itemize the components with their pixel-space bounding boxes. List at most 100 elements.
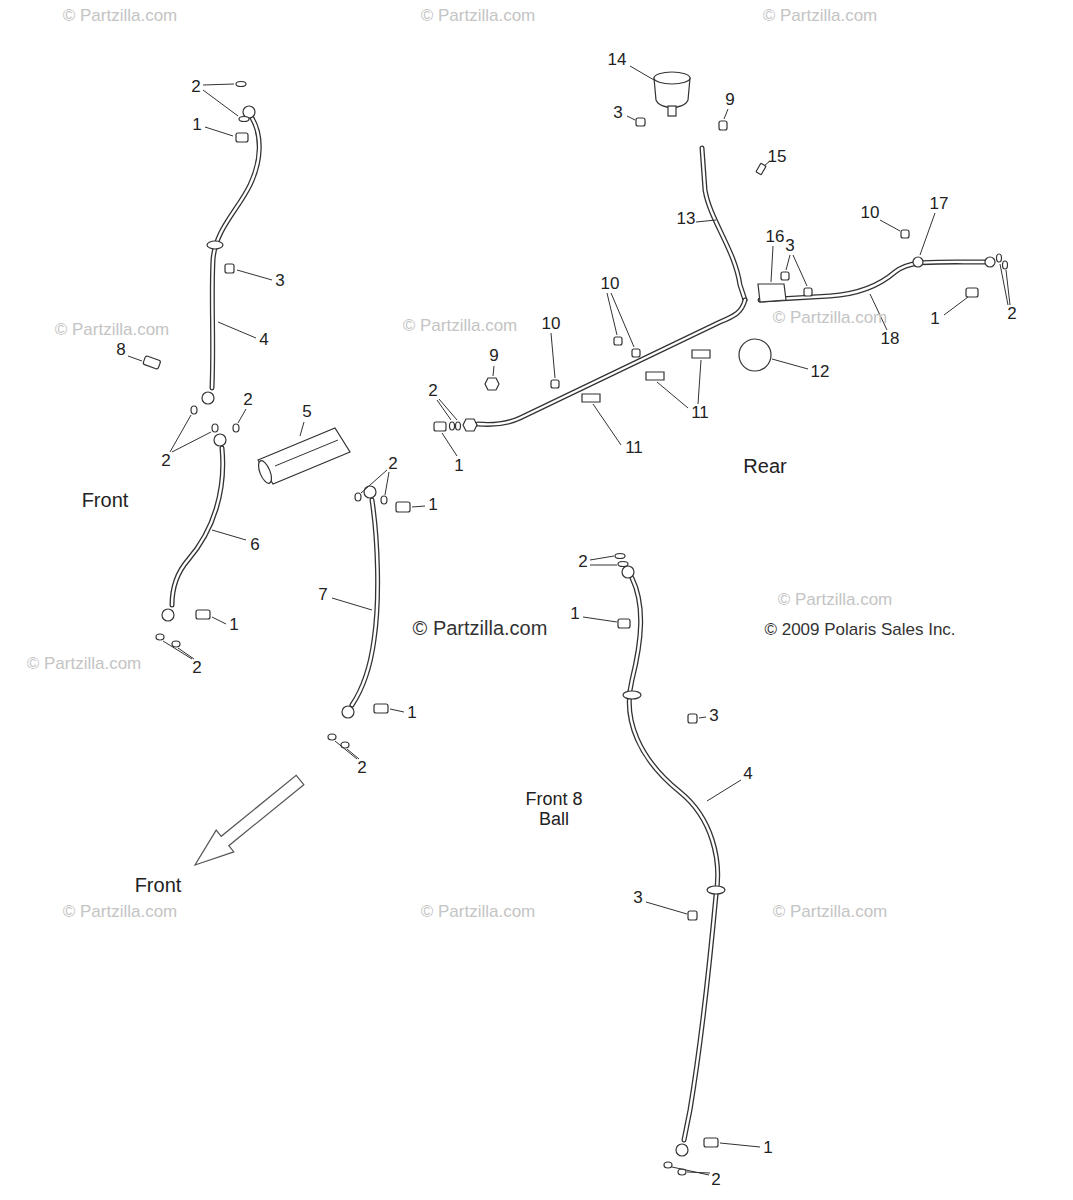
small-fastener [614, 337, 622, 345]
callout-number: 5 [302, 403, 311, 422]
callout-number: 4 [743, 765, 752, 784]
washer [615, 554, 686, 1176]
direction-label: Front [82, 489, 129, 511]
small-fastener [485, 378, 499, 390]
leader-line [203, 90, 238, 116]
leader-line [707, 780, 741, 801]
hose-clamp [688, 911, 697, 920]
small-fastener [632, 349, 640, 357]
callout-number: 2 [192, 659, 201, 678]
leader-line [128, 356, 142, 361]
leader-line [611, 293, 634, 347]
front-direction-arrow [195, 775, 304, 865]
leader-line [170, 415, 191, 452]
callout-number: 18 [881, 330, 900, 349]
brake-hose [212, 118, 259, 388]
leader-line [1006, 270, 1010, 305]
hose-fitting [985, 257, 995, 267]
leader-line [172, 432, 211, 452]
callout-number: 10 [542, 315, 561, 334]
banjo-bolt [434, 288, 978, 431]
callout-number: 3 [613, 104, 622, 123]
callout-number: 3 [785, 237, 794, 256]
leader-line [793, 255, 807, 286]
leader-line [786, 255, 790, 270]
callout-number: 2 [428, 382, 437, 401]
callout-number: 1 [407, 704, 416, 723]
brake-line [702, 148, 745, 300]
line-clip [646, 372, 664, 380]
leader-line [238, 409, 246, 423]
hose-fitting [622, 566, 634, 578]
callout-number: 1 [428, 496, 437, 515]
mounting-bracket [758, 284, 786, 302]
callout-number: 2 [357, 759, 366, 778]
brake-hose [629, 578, 717, 1140]
callout-number: 17 [930, 195, 949, 214]
hose-clamp [623, 691, 725, 920]
small-fastener [636, 118, 645, 126]
banjo-bolt [143, 356, 161, 370]
washer [236, 82, 246, 87]
brake-hose [172, 448, 223, 605]
callout-number: 1 [454, 457, 463, 476]
hose-fitting [162, 609, 174, 621]
hose-fitting [622, 566, 688, 1156]
washer [355, 493, 361, 501]
washer [618, 562, 628, 567]
leader-line [218, 322, 256, 338]
washer [156, 82, 387, 749]
banjo-bolt [704, 1138, 718, 1147]
leader-line [335, 741, 357, 759]
watermark: © Partzilla.com [763, 7, 878, 26]
callout-number: 1 [763, 1139, 772, 1158]
washer [191, 406, 197, 414]
round-clip [739, 339, 771, 371]
callout-number: 2 [711, 1171, 720, 1190]
hose-clamp [707, 886, 725, 894]
watermark: © Partzilla.com [421, 903, 536, 922]
leader-line [880, 220, 900, 231]
small-fastener [901, 230, 909, 238]
callout-number: 3 [275, 272, 284, 291]
leader-line [724, 109, 728, 119]
leader-line [687, 1172, 710, 1173]
leader-line [412, 506, 425, 507]
washer [239, 117, 249, 122]
small-fastener [485, 118, 909, 390]
washer [615, 554, 625, 559]
banjo-bolt [618, 619, 718, 1147]
washer [212, 424, 218, 432]
hose-fitting [342, 706, 354, 718]
hose-clamp [207, 241, 223, 249]
washer [156, 634, 164, 640]
banjo-bolt [374, 704, 388, 713]
callout-number: 2 [161, 452, 170, 471]
brake-line [702, 148, 745, 300]
leader-line [212, 530, 246, 540]
leader-line [944, 297, 968, 315]
leader-line [698, 360, 701, 404]
hose-clamp [623, 691, 641, 699]
small-fastener [781, 272, 789, 280]
leader-line [361, 470, 387, 493]
callout-number: 2 [191, 78, 200, 97]
washer [233, 424, 239, 432]
brake-hose [352, 500, 378, 705]
leader-line [178, 648, 194, 659]
banjo-bolt [196, 610, 210, 619]
callout-number: 1 [930, 310, 939, 329]
leader-line [203, 84, 234, 85]
callout-number: 7 [318, 586, 327, 605]
brake-reservoir [654, 72, 690, 84]
hose-fitting [463, 419, 477, 431]
copyright-note: © 2009 Polaris Sales Inc. [764, 621, 955, 640]
hose-fitting [676, 1144, 688, 1156]
callout-number: 2 [388, 455, 397, 474]
watermark: © Partzilla.com [63, 7, 178, 26]
watermark: © Partzilla.com [63, 903, 178, 922]
callout-number: 9 [725, 91, 734, 110]
line-clip [692, 350, 710, 358]
hose-clamp [688, 714, 697, 723]
